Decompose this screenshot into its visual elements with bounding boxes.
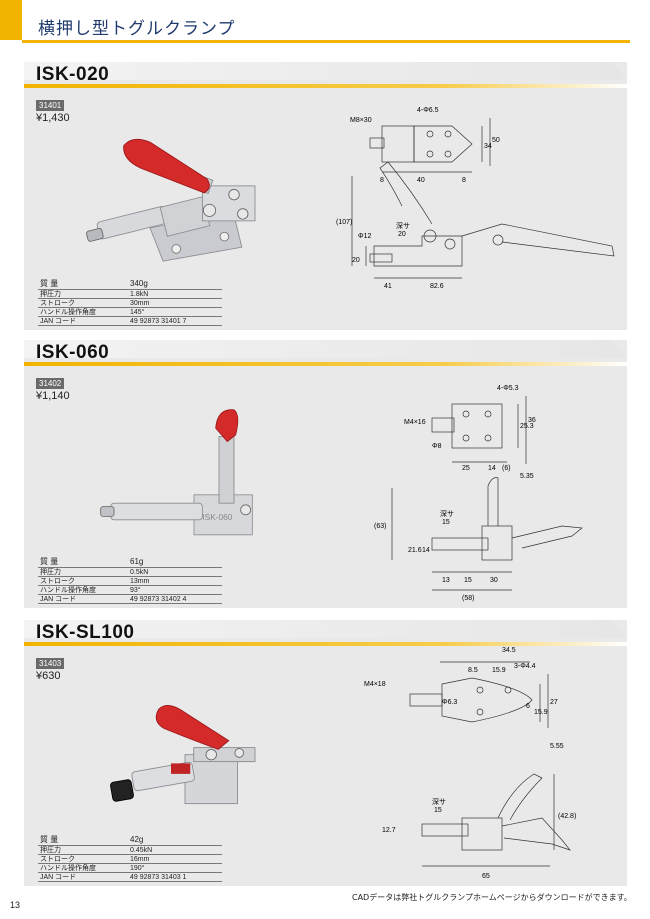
svg-text:82.6: 82.6: [430, 283, 444, 290]
svg-text:ISK-060: ISK-060: [202, 512, 232, 522]
svg-text:5.55: 5.55: [550, 743, 564, 750]
svg-text:20: 20: [352, 257, 360, 264]
svg-text:深サ: 深サ: [432, 797, 446, 806]
product-photo: [86, 138, 256, 262]
svg-text:34: 34: [484, 143, 492, 150]
product-code-badge: 31401: [36, 100, 65, 111]
product-name: ISK-SL100: [36, 622, 135, 643]
svg-text:6: 6: [526, 703, 530, 710]
svg-text:(107): (107): [336, 219, 352, 226]
svg-text:65: 65: [482, 873, 490, 880]
svg-text:8: 8: [380, 177, 384, 184]
svg-text:(6): (6): [502, 465, 511, 472]
svg-text:13: 13: [442, 577, 450, 584]
svg-text:15: 15: [434, 807, 442, 814]
svg-text:15: 15: [464, 577, 472, 584]
dim-holes: 4-Φ6.5: [417, 107, 439, 114]
svg-text:40: 40: [417, 177, 425, 184]
svg-text:Φ12: Φ12: [358, 233, 371, 240]
product-photo: [110, 705, 256, 805]
svg-text:M4×18: M4×18: [364, 681, 386, 688]
svg-text:14: 14: [488, 465, 496, 472]
svg-text:Φ8: Φ8: [432, 443, 442, 450]
svg-text:M4×16: M4×16: [404, 419, 426, 426]
svg-text:41: 41: [384, 283, 392, 290]
section-title-bar: ISK-060: [24, 340, 627, 370]
svg-text:(58): (58): [462, 595, 474, 602]
svg-text:15.9: 15.9: [534, 709, 548, 716]
technical-drawing: M4×16 4-Φ5.3 Φ8 25 14 (6) 25.3 36 5.35 (…: [374, 385, 583, 602]
svg-text:(42.8): (42.8): [558, 813, 576, 820]
svg-text:50: 50: [492, 137, 500, 144]
svg-text:21.6: 21.6: [408, 547, 422, 554]
svg-text:20: 20: [398, 231, 406, 238]
product-price: ¥1,140: [36, 390, 70, 402]
product-price: ¥1,430: [36, 112, 70, 124]
svg-text:30: 30: [490, 577, 498, 584]
product-photo: ISK-060: [100, 409, 253, 536]
svg-text:4-Φ5.3: 4-Φ5.3: [497, 385, 519, 392]
svg-text:25: 25: [462, 465, 470, 472]
svg-text:Φ6.3: Φ6.3: [442, 699, 457, 706]
product-code-badge: 31402: [36, 378, 65, 389]
technical-drawing: M8×30 4-Φ6.5 8 40 8 34 50 (107) Φ12 深サ 2…: [336, 107, 615, 290]
svg-text:8: 8: [462, 177, 466, 184]
header-rule: [22, 40, 630, 43]
section-title-bar: ISK-SL100: [24, 620, 627, 650]
section-title-bar: ISK-020: [24, 62, 627, 92]
svg-text:25.3: 25.3: [520, 423, 534, 430]
svg-text:27: 27: [550, 699, 558, 706]
svg-text:36: 36: [528, 417, 536, 424]
technical-drawing: M4×18 3-Φ4.4 Φ6.3 34.5 8.5 15.9 6 15.9 2…: [364, 647, 576, 880]
svg-text:(63): (63): [374, 523, 386, 530]
svg-text:15: 15: [442, 519, 450, 526]
svg-text:深サ: 深サ: [440, 509, 454, 518]
product-price: ¥630: [36, 670, 61, 682]
svg-text:14: 14: [422, 547, 430, 554]
svg-text:8.5: 8.5: [468, 667, 478, 674]
product-name: ISK-060: [36, 342, 110, 363]
svg-text:深サ: 深サ: [396, 221, 410, 230]
svg-text:34.5: 34.5: [502, 647, 516, 654]
svg-text:12.7: 12.7: [382, 827, 396, 834]
product-code-badge: 31403: [36, 658, 65, 669]
svg-text:5.35: 5.35: [520, 473, 534, 480]
page-header: 横押し型トグルクランプ: [0, 0, 650, 46]
footer-note: CADデータは弊社トグルクランプホームページからダウンロードができます。: [352, 893, 632, 902]
page-number: 13: [10, 900, 21, 910]
dim-top-thread: M8×30: [350, 117, 372, 124]
product-name: ISK-020: [36, 64, 110, 85]
svg-text:15.9: 15.9: [492, 667, 506, 674]
header-accent-tab: [0, 0, 22, 40]
page-title: 横押し型トグルクランプ: [38, 19, 236, 39]
svg-text:3-Φ4.4: 3-Φ4.4: [514, 663, 536, 670]
